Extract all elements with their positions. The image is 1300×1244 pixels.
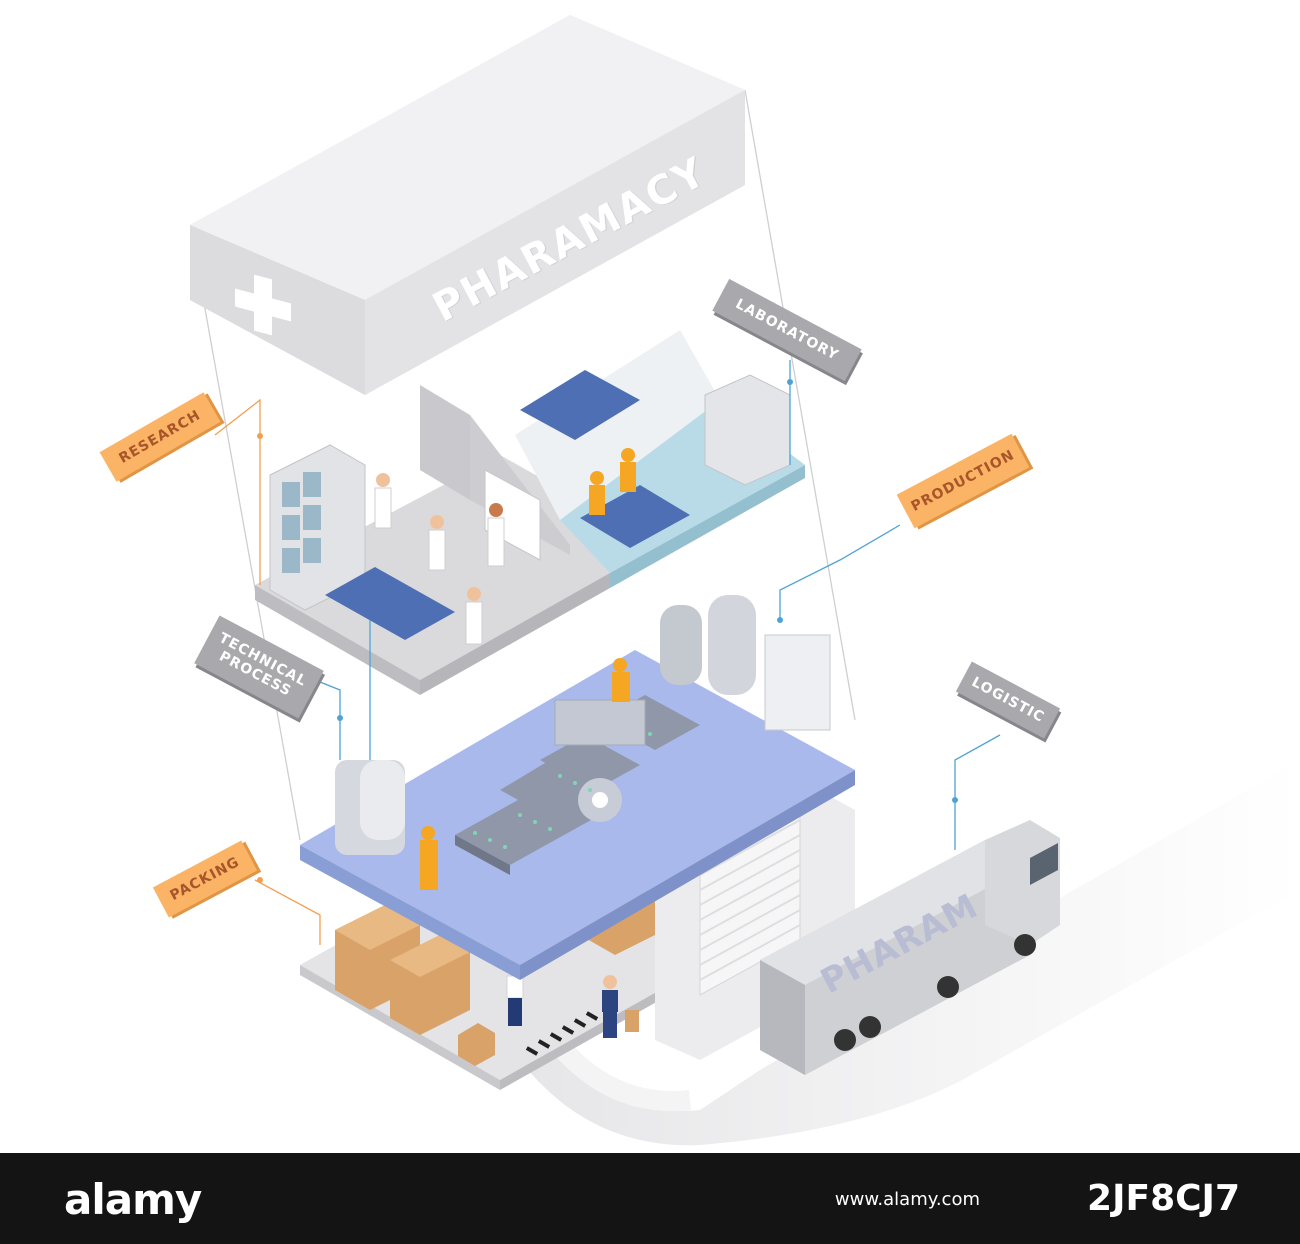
scientists (374, 413, 726, 645)
footer-code: 2JF8CJ7 (1087, 1178, 1240, 1219)
truck (760, 820, 1060, 1075)
conveyor-line (455, 695, 700, 875)
production-workers (420, 658, 630, 890)
isometric-scene (190, 15, 1300, 1146)
footer-logo: alamy (64, 1175, 202, 1224)
road (520, 760, 1300, 1146)
footer-bar: alamy www.alamy.com 2JF8CJ7 (0, 1153, 1300, 1244)
footer-url: www.alamy.com (834, 1189, 980, 1210)
medicine-cabinet (269, 444, 366, 611)
production-floor (300, 595, 855, 980)
crosswalk (525, 1011, 599, 1056)
cross-icon (235, 274, 291, 336)
research-floor (255, 330, 805, 695)
tag-connectors (214, 360, 1001, 945)
connector-dots (337, 379, 958, 803)
pharmacy-title-box (190, 15, 745, 395)
steel-tanks (335, 595, 831, 855)
